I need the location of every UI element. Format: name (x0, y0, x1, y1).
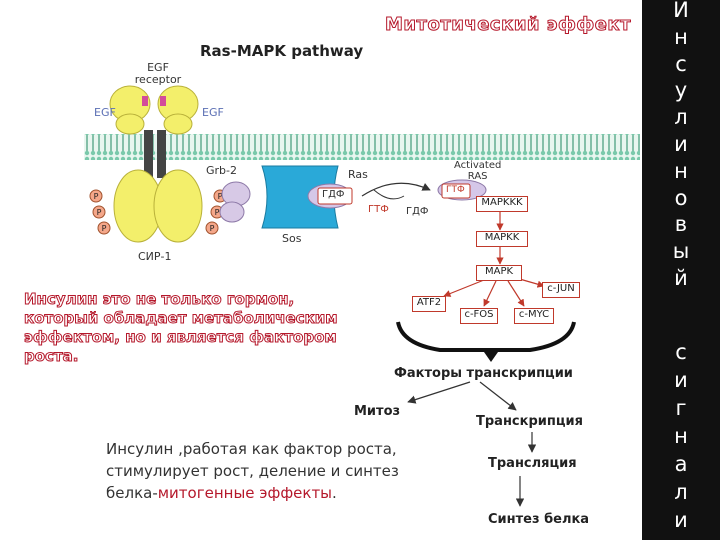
mitosis-label: Митоз (354, 404, 401, 419)
activated-ras-label: Activated RAS (454, 160, 502, 182)
side-letter: И (673, 0, 689, 22)
mapkk-box: MAPKK (476, 231, 528, 247)
mapkkk-box: MAPKKK (476, 196, 528, 212)
side-letter: и (674, 132, 688, 156)
cell-membrane (84, 134, 640, 160)
transcription-factors-label: Факторы транскрипции (394, 366, 573, 381)
svg-text:P: P (218, 192, 223, 201)
side-letter: л (674, 105, 688, 130)
mapk-box: MAPK (476, 265, 522, 281)
egf-right-label: EGF (202, 106, 224, 119)
cmyc-box: c-MYC (514, 308, 554, 324)
gdp-out-label: ГДФ (406, 206, 429, 217)
transcription-label: Транскрипция (476, 414, 583, 429)
gtp-out-label: ГТФ (368, 204, 389, 215)
side-letter: у (674, 78, 688, 103)
side-letter: с (675, 51, 687, 76)
cjun-box: c-JUN (542, 282, 580, 298)
page-title: Митотический эффект (384, 14, 632, 36)
side-letter: н (674, 424, 688, 448)
svg-text:P: P (210, 224, 215, 233)
svg-text:P: P (94, 192, 99, 201)
diagram-title: Ras-MAPK pathway (200, 42, 364, 60)
protein-synthesis-label: Синтез белка (488, 512, 590, 527)
grb2-label: Grb-2 (206, 164, 237, 177)
insulin-growth-factor-text: Инсулин это не только гормон, который об… (24, 290, 339, 366)
svg-text:P: P (102, 224, 107, 233)
side-letter: и (674, 368, 688, 392)
sos-protein (261, 165, 339, 229)
translation-label: Трансляция (488, 456, 577, 471)
sip1-label: СИР-1 (138, 250, 172, 263)
side-letter: н (674, 158, 688, 183)
growth-effects-text: Инсулин ,работая как фактор роста, стиму… (106, 440, 399, 502)
gtp-on-activated: ГТФ (446, 185, 465, 195)
side-letter: ы (672, 239, 690, 264)
ras-mapk-diagram: P P P P P P (84, 85, 640, 507)
side-letter: и (674, 508, 688, 532)
side-letter: с (675, 340, 687, 364)
mitogenic-effects-highlight: митогенные эффекты (157, 484, 333, 502)
svg-text:P: P (97, 208, 102, 217)
side-letter: а (674, 452, 688, 476)
phosphate-groups: P P P P P P (89, 189, 227, 235)
cfos-box: c-FOS (460, 308, 498, 324)
sos-label: Sos (282, 232, 302, 245)
side-letter: о (674, 185, 688, 210)
gdp-on-ras: ГДФ (322, 189, 345, 200)
atf2-box: ATF2 (412, 296, 446, 312)
side-letter: г (675, 396, 687, 420)
side-letter: н (674, 24, 688, 49)
side-letter: й (674, 266, 688, 290)
svg-text:P: P (215, 208, 220, 217)
ras-label: Ras (348, 168, 368, 181)
side-letter: в (674, 212, 688, 237)
side-letter: л (674, 480, 688, 504)
egf-receptor-label: EGF receptor (134, 61, 182, 86)
egf-left-label: EGF (94, 106, 116, 119)
